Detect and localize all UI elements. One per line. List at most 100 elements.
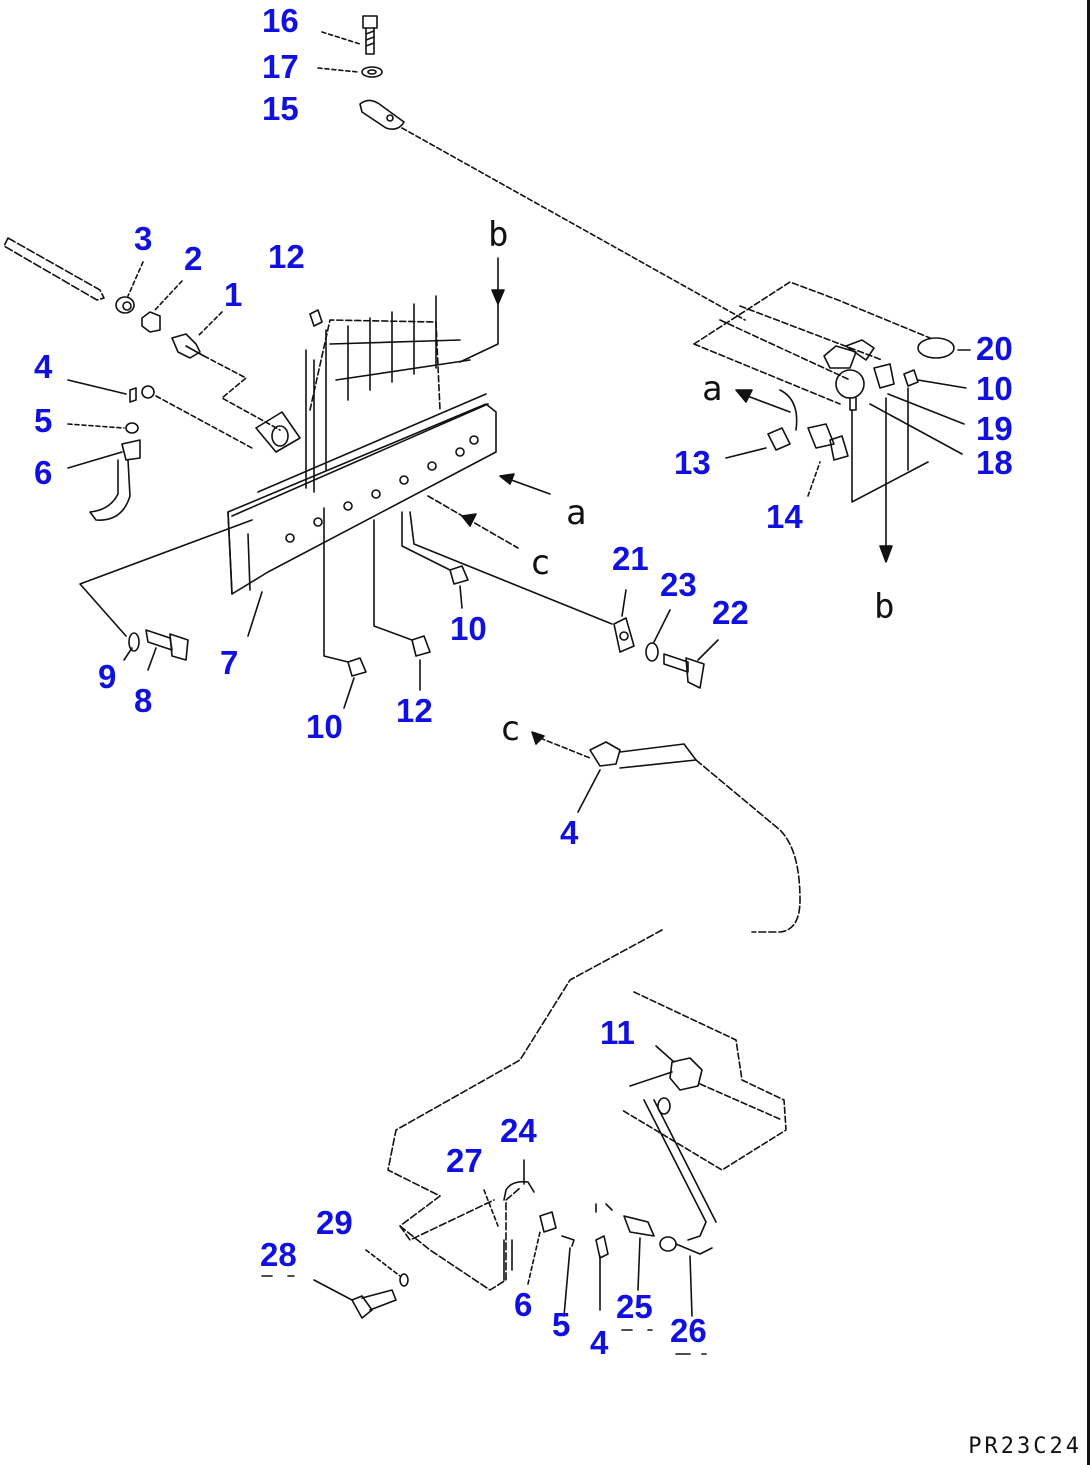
ref-letter-b-bottom: b: [874, 587, 895, 627]
line-4-to-block: [155, 395, 253, 449]
callout-27: 27: [446, 1142, 483, 1179]
connector-1: [171, 333, 205, 359]
leader-13: [725, 447, 767, 459]
callout-8: 8: [134, 682, 153, 719]
right-verticals: [851, 387, 929, 561]
leader-5a: [67, 423, 125, 429]
callout-5-bottom: 5: [552, 1306, 571, 1343]
tank-11: [621, 991, 787, 1241]
callout-29: 29: [316, 1204, 353, 1241]
tube-24: [503, 1180, 535, 1281]
leader-8: [147, 647, 157, 671]
leader-2: [154, 280, 183, 311]
leader-19: [887, 393, 965, 425]
leader-26: [689, 1255, 693, 1317]
clamp-15: [359, 99, 405, 130]
leader-4a: [67, 379, 127, 395]
callout-16: 16: [262, 2, 299, 39]
leader-23: [653, 609, 671, 643]
callout-7: 7: [220, 644, 239, 681]
line-9-to-block: [79, 519, 253, 637]
ref-letter-c-lower: c: [500, 709, 521, 749]
fitting-10a: [347, 657, 367, 677]
plug-5b: [561, 1235, 575, 1247]
hose-26: [659, 1236, 713, 1255]
callout-19: 19: [976, 410, 1013, 447]
bolt-28: [351, 1289, 397, 1319]
clamp-21: [613, 617, 635, 653]
callout-4-left: 4: [34, 348, 53, 385]
sleeve-2: [141, 311, 161, 333]
callout-14: 14: [766, 498, 803, 535]
callout-28: 28: [260, 1236, 297, 1273]
callout-9: 9: [98, 658, 117, 695]
leader-10b: [459, 585, 463, 609]
leader-6b: [527, 1231, 541, 1285]
leader-9: [123, 647, 133, 661]
leader-10a: [343, 677, 355, 709]
valve-block-7: [227, 295, 497, 595]
callout-17: 17: [262, 48, 299, 85]
nut-3: [115, 296, 135, 314]
callout-25: 25: [616, 1288, 653, 1325]
tube-left: [3, 237, 105, 301]
leader-10b-line: [401, 511, 451, 571]
callout-10-left: 10: [306, 708, 343, 745]
callout-24: 24: [500, 1112, 537, 1149]
leader-17: [317, 67, 359, 73]
leader-10a-line: [323, 507, 349, 663]
leader-11: [655, 1045, 675, 1063]
callout-12-bottom: 12: [396, 692, 433, 729]
leader-5b: [563, 1247, 571, 1317]
callout-6-left: 6: [34, 454, 53, 491]
leader-6a: [67, 451, 123, 469]
washer-9: [128, 632, 140, 652]
leader-18: [869, 403, 963, 455]
line-21: [409, 511, 613, 625]
arrow-c-left: [427, 495, 519, 549]
callout-20: 20: [976, 330, 1013, 367]
ref-letter-b-top: b: [488, 215, 509, 255]
leader-25: [637, 1237, 641, 1291]
callout-12-top: 12: [268, 238, 305, 275]
connector-25: [623, 1215, 655, 1237]
callout-5-left: 5: [34, 402, 53, 439]
switch-assembly: [693, 281, 955, 461]
arrow-a-right: [741, 393, 791, 413]
leader-7: [247, 591, 263, 637]
leader-29: [365, 1249, 401, 1277]
leader-14: [807, 461, 821, 497]
callout-10-mid: 10: [450, 610, 487, 647]
arrow-a-right-head: [735, 389, 753, 403]
callout-1: 1: [224, 276, 243, 313]
leader-12b-line: [373, 519, 413, 641]
arrow-c-lower: [539, 737, 591, 759]
callout-13: 13: [674, 444, 711, 481]
o-ring-5: [125, 422, 139, 434]
callout-3: 3: [134, 220, 153, 257]
leader-22: [697, 639, 719, 661]
bolt-22: [663, 653, 705, 689]
callout-26: 26: [670, 1312, 707, 1349]
fitting-10b: [449, 565, 469, 585]
leader-16: [321, 31, 361, 45]
bolt-16: [362, 15, 378, 55]
arrow-b-bottom-head: [879, 545, 893, 563]
leader-21: [621, 589, 627, 617]
fitting-6b: [539, 1211, 557, 1233]
callout-18: 18: [976, 444, 1013, 481]
elbow-4: [129, 385, 155, 403]
ref-letter-a-right: a: [702, 369, 723, 409]
arrow-c-lower-head: [531, 731, 545, 745]
callout-2: 2: [184, 240, 203, 277]
callout-21: 21: [612, 540, 649, 577]
figure-code: PR23C24: [968, 1434, 1082, 1459]
callout-10-right: 10: [976, 370, 1013, 407]
leader-1: [197, 311, 223, 337]
ref-letter-c-left: c: [530, 543, 551, 583]
arrow-b-top-head: [491, 289, 505, 305]
hose-1-to-block: [203, 355, 281, 431]
hose-fitting-4b: [589, 741, 697, 769]
